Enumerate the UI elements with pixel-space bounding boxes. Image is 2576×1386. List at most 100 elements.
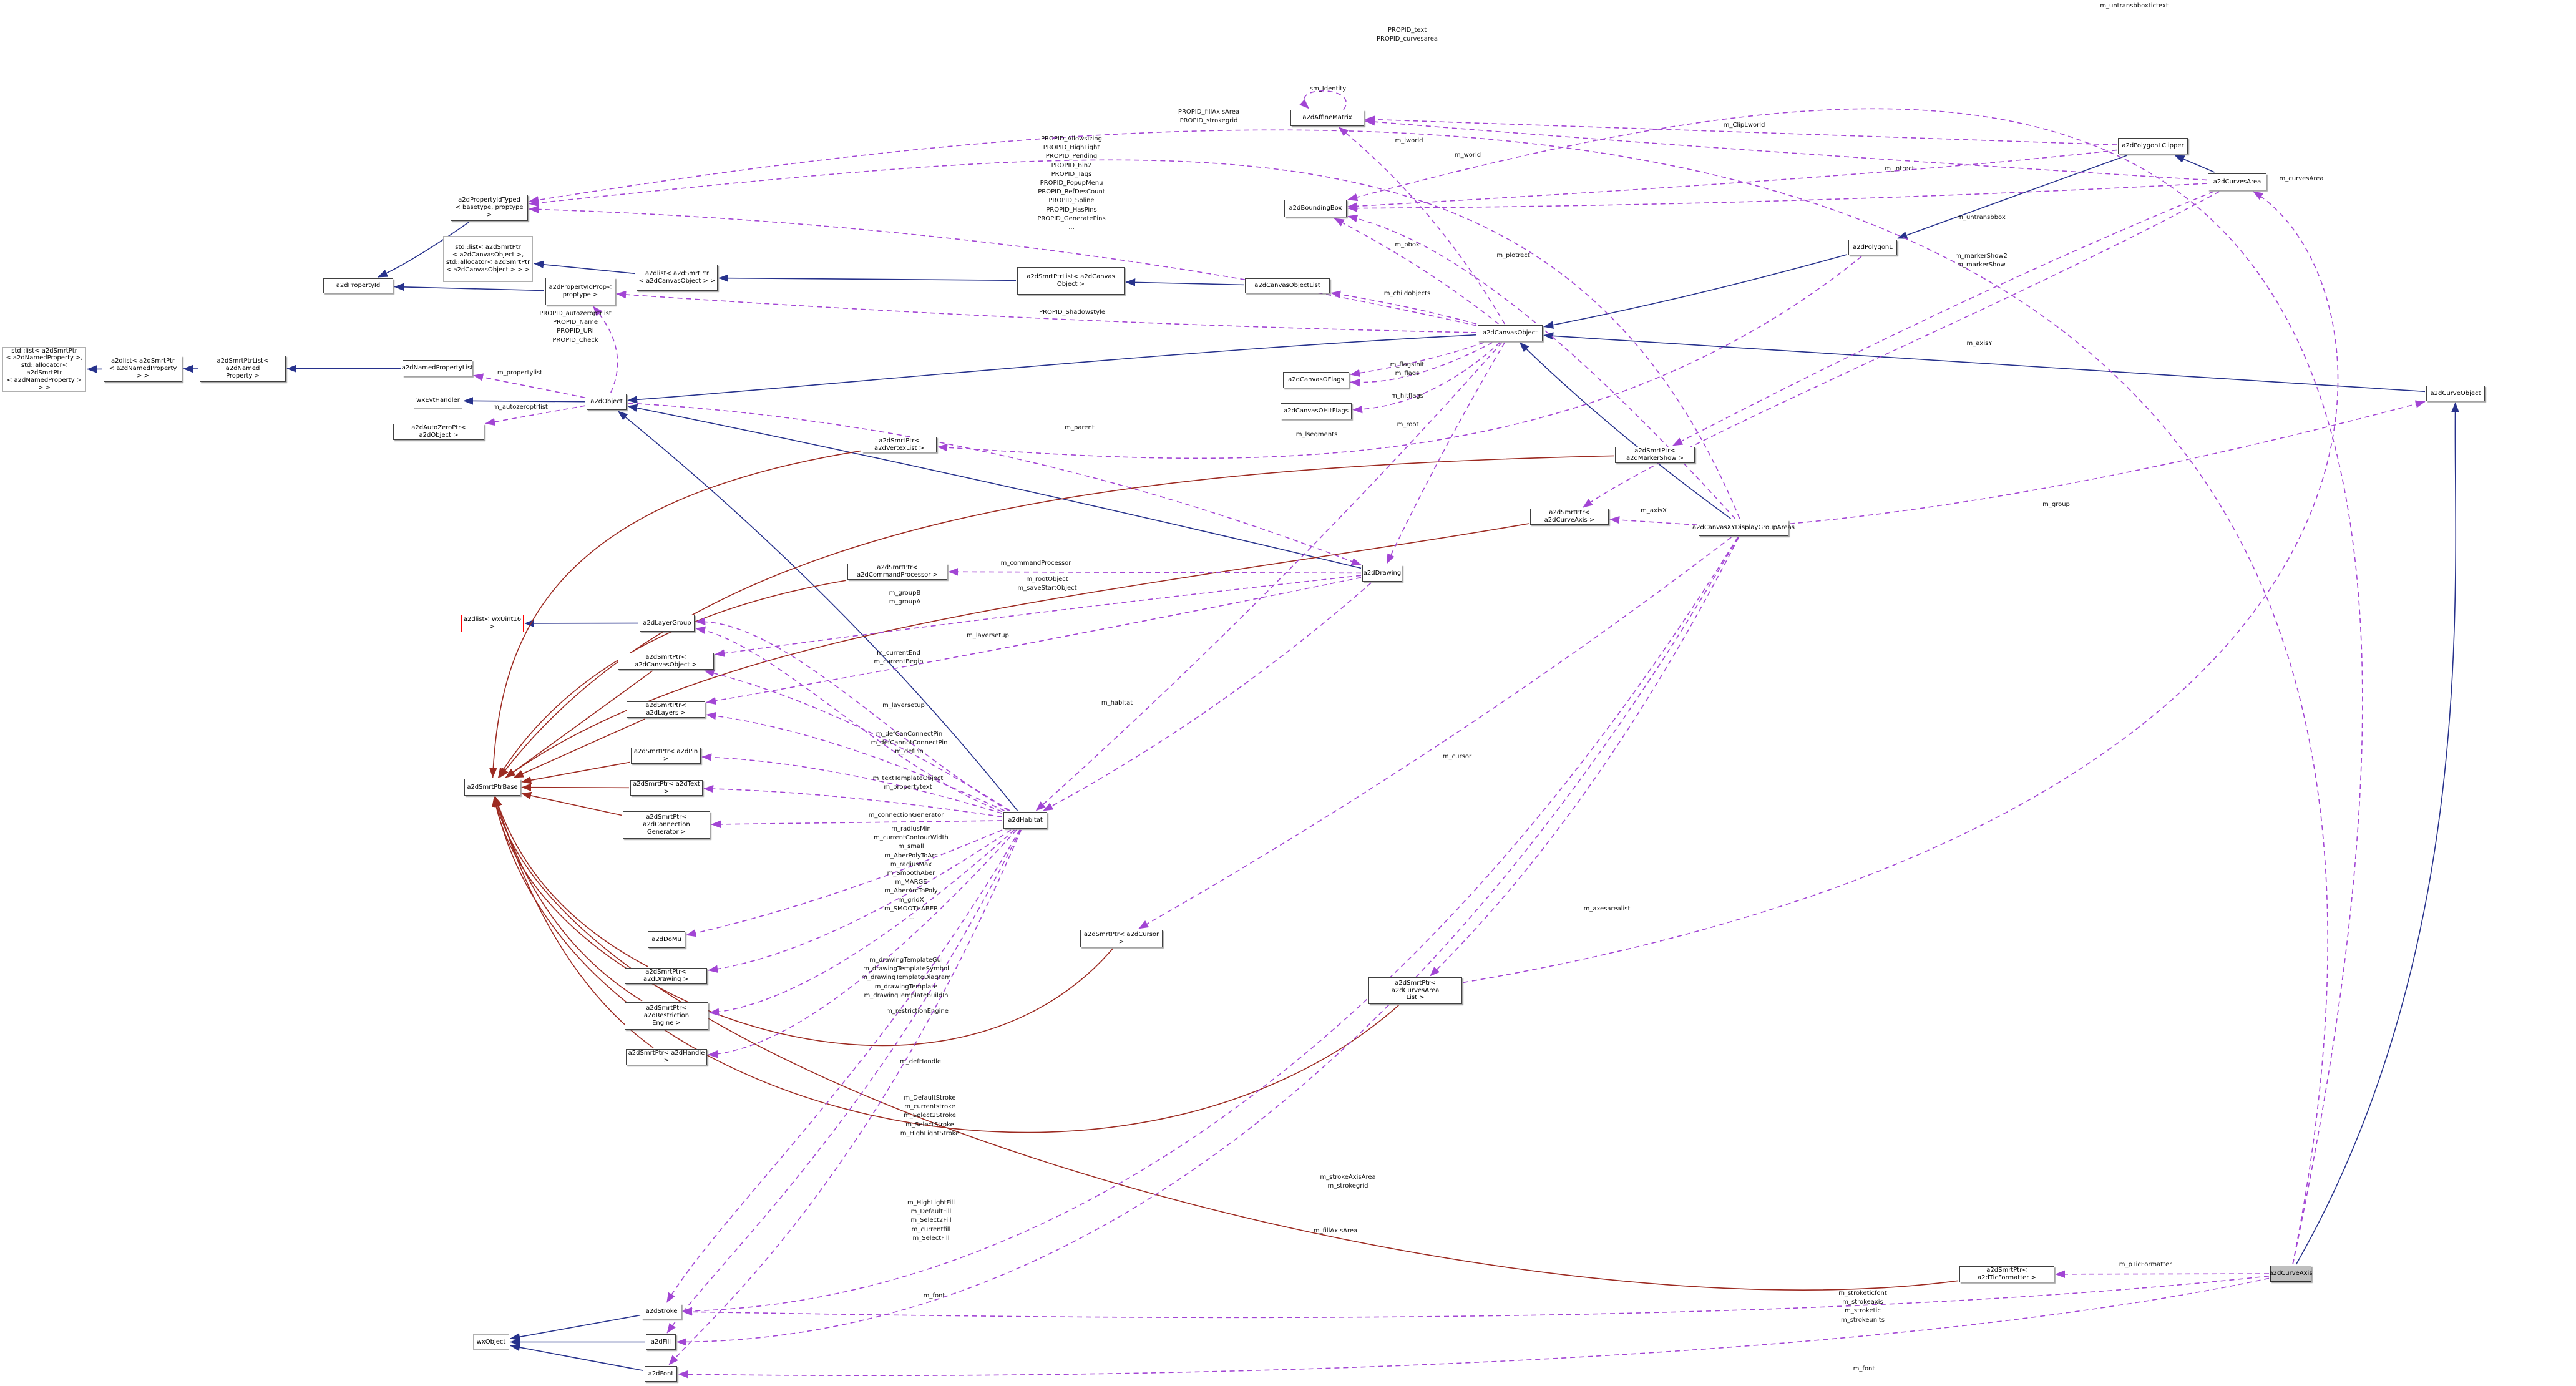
class-node-a2dsmrtptr-a2dlayers[interactable]: a2dSmrtPtr< a2dLayers > [627,701,705,718]
class-node-std-list-a2dsmrtptr-a2dcanvasobject-std-allocator-a2dsmrtptr-a2dcanvasobject[interactable]: std::list< a2dSmrtPtr < a2dCanvasObject … [443,236,533,282]
class-node-a2dsmrtptr-a2dconnection-generator[interactable]: a2dSmrtPtr< a2dConnection Generator > [623,811,710,839]
class-node-std-list-a2dsmrtptr-a2dnamedproperty-std-allocator-a2dsmrtptr-a2dnamedproperty[interactable]: std::list< a2dSmrtPtr < a2dNamedProperty… [2,347,86,392]
class-node-a2dsmrtptr-a2dcursor[interactable]: a2dSmrtPtr< a2dCursor > [1080,930,1163,947]
edge-use [1609,515,1698,526]
edge-use [1043,582,1372,811]
edge-use [1334,218,1499,325]
edge-use [1347,149,2117,210]
edge-inherit [2295,402,2459,1265]
edge-use [948,568,1362,576]
class-node-a2dhabitat[interactable]: a2dHabitat [1003,812,1047,829]
class-node-a2dsmrtptr-a2dmarkershow[interactable]: a2dSmrtPtr< a2dMarkerShow > [1615,447,1695,463]
class-node-a2dsmrtptrlist-a2dnamed-property[interactable]: a2dSmrtPtrList< a2dNamed Property > [200,356,286,382]
edge-ptr [492,796,1113,1047]
edge-use [695,617,1009,811]
edge-use [703,784,1003,817]
edge-inherit [718,274,1017,282]
edge-use [529,129,2328,1265]
class-node-wxevthandler[interactable]: wxEvtHandler [414,393,462,409]
edge-use [695,626,1003,813]
edge-use [1463,191,2339,983]
edge-loop [1299,90,1347,110]
class-node-a2dpolygonl[interactable]: a2dPolygonL [1848,240,1897,255]
class-node-a2ddomu[interactable]: a2dDoMu [648,931,685,948]
class-node-a2dlist-a2dsmrtptr-a2dcanvasobject[interactable]: a2dlist< a2dSmrtPtr < a2dCanvasObject > … [637,265,718,291]
edge-use [709,829,1015,1016]
edge-use [682,1275,2270,1319]
class-node-a2dsmrtptr-a2dcurvesarea-list[interactable]: a2dSmrtPtr< a2dCurvesArea List > [1368,977,1462,1004]
class-node-a2dsmrtptr-a2dvertexlist[interactable]: a2dSmrtPtr< a2dVertexList > [862,437,937,452]
edge-use [529,205,1477,326]
class-node-a2dcurveaxis[interactable]: a2dCurveAxis [2269,1266,2313,1282]
edge-use [1347,183,2207,212]
edge-use [1138,537,1732,929]
class-node-a2daffinematrix[interactable]: a2dAffineMatrix [1290,110,1364,126]
edge-inherit [2174,155,2215,173]
class-node-a2dsmrtptr-a2drestriction-engine[interactable]: a2dSmrtPtr< a2dRestriction Engine > [625,1002,708,1030]
class-node-a2dcanvasohitflags[interactable]: a2dCanvasOHitFlags [1281,403,1352,419]
edge-use [1330,290,1477,325]
class-node-a2ddrawing[interactable]: a2dDrawing [1362,565,1402,582]
edge-use [678,1277,2270,1379]
class-node-a2dcurveobject[interactable]: a2dCurveObject [2426,386,2485,401]
edge-use [682,537,1739,1315]
edge-use [706,577,1362,705]
edge-use [686,829,1003,937]
edge-use [485,405,586,426]
class-node-a2dboundingbox[interactable]: a2dBoundingBox [1284,200,1347,217]
edge-use [676,537,1739,1346]
class-node-a2dsmrtptr-a2dpin[interactable]: a2dSmrtPtr< a2dPin > [631,748,701,764]
edge-ptr [521,791,622,816]
class-node-a2dsmrtptr-a2dcurveaxis[interactable]: a2dSmrtPtr< a2dCurveAxis > [1530,509,1609,525]
edge-ptr [505,523,1530,778]
class-node-a2dobject[interactable]: a2dObject [587,394,627,410]
class-node-a2dsmrtptrbase[interactable]: a2dSmrtPtrBase [464,779,520,796]
class-node-a2dsmrtptr-a2ddrawing[interactable]: a2dSmrtPtr< a2dDrawing > [625,968,707,984]
edge-ptr [492,796,1399,1133]
class-node-a2dcanvasobjectlist[interactable]: a2dCanvasObjectList [1245,278,1330,293]
edge-use [1338,127,1505,325]
edge-use [715,575,1362,657]
class-node-a2dsmrtptrlist-a2dcanvas-object[interactable]: a2dSmrtPtrList< a2dCanvas Object > [1017,267,1125,295]
edge-use [1672,191,2214,446]
class-node-a2dcanvasobject[interactable]: a2dCanvasObject [1478,325,1543,341]
edge-use [1365,118,2207,181]
class-node-a2dcurvesarea[interactable]: a2dCurvesArea [2208,173,2266,190]
edge-inherit [627,334,1477,404]
edge-use [708,829,1017,1058]
class-node-a2dfont[interactable]: a2dFont [645,1366,677,1382]
class-node-a2dautozeroptr-a2dobject[interactable]: a2dAutoZeroPtr< a2dObject > [393,424,484,440]
class-node-a2dcanvasoflags[interactable]: a2dCanvasOFlags [1283,372,1349,388]
class-node-a2dpropertyidtyped-basetype-proptype[interactable]: a2dPropertyIdTyped < basetype, proptype … [451,195,528,221]
class-node-a2dsmrtptr-a2dticformatter[interactable]: a2dSmrtPtr< a2dTicFormatter > [1959,1266,2054,1282]
class-node-a2dsmrtptr-a2dtext[interactable]: a2dSmrtPtr< a2dText > [630,780,703,796]
class-node-a2dlist-wxuint16[interactable]: a2dlist< wxUint16 > [461,615,524,632]
class-node-a2dlayergroup[interactable]: a2dLayerGroup [640,615,695,632]
class-node-a2dpropertyid[interactable]: a2dPropertyId [323,278,393,293]
class-node-a2dlist-a2dsmrtptr-a2dnamedproperty[interactable]: a2dlist< a2dSmrtPtr < a2dNamedProperty >… [104,356,182,382]
edge-inherit [377,222,469,278]
edge-inherit [627,404,1362,569]
class-node-a2dfill[interactable]: a2dFill [646,1334,676,1350]
edge-use [708,829,1012,974]
edge-ptr [489,450,861,778]
class-node-a2dsmrtptr-a2dcommandprocessor[interactable]: a2dSmrtPtr< a2dCommandProcessor > [847,564,947,580]
edge-inherit [534,260,636,275]
class-node-a2dstroke[interactable]: a2dStroke [642,1304,681,1319]
edge-use [1347,108,2363,1265]
edge-inherit [286,364,402,373]
class-node-a2dsmrtptr-a2dhandle[interactable]: a2dSmrtPtr< a2dHandle > [626,1049,707,1065]
edge-use [593,306,618,393]
class-node-wxobject[interactable]: wxObject [473,1334,509,1350]
edge-use [666,829,1020,1303]
class-node-a2dcanvasxydisplaygroupareas[interactable]: a2dCanvasXYDisplayGroupAreas [1692,520,1795,536]
class-node-a2dpropertyidprop-proptype[interactable]: a2dPropertyIdProp< proptype > [545,278,615,305]
class-node-a2dpolygonlclipper[interactable]: a2dPolygonLClipper [2118,138,2188,154]
edge-inherit [1543,332,2426,393]
class-node-a2dnamedpropertylist[interactable]: a2dNamedPropertyList [402,360,473,376]
edge-inherit [510,1343,644,1372]
edge-use [1350,342,1484,377]
edge-use [704,669,1010,811]
class-node-a2dsmrtptr-a2dcanvasobject[interactable]: a2dSmrtPtr< a2dCanvasObject > [618,653,714,670]
